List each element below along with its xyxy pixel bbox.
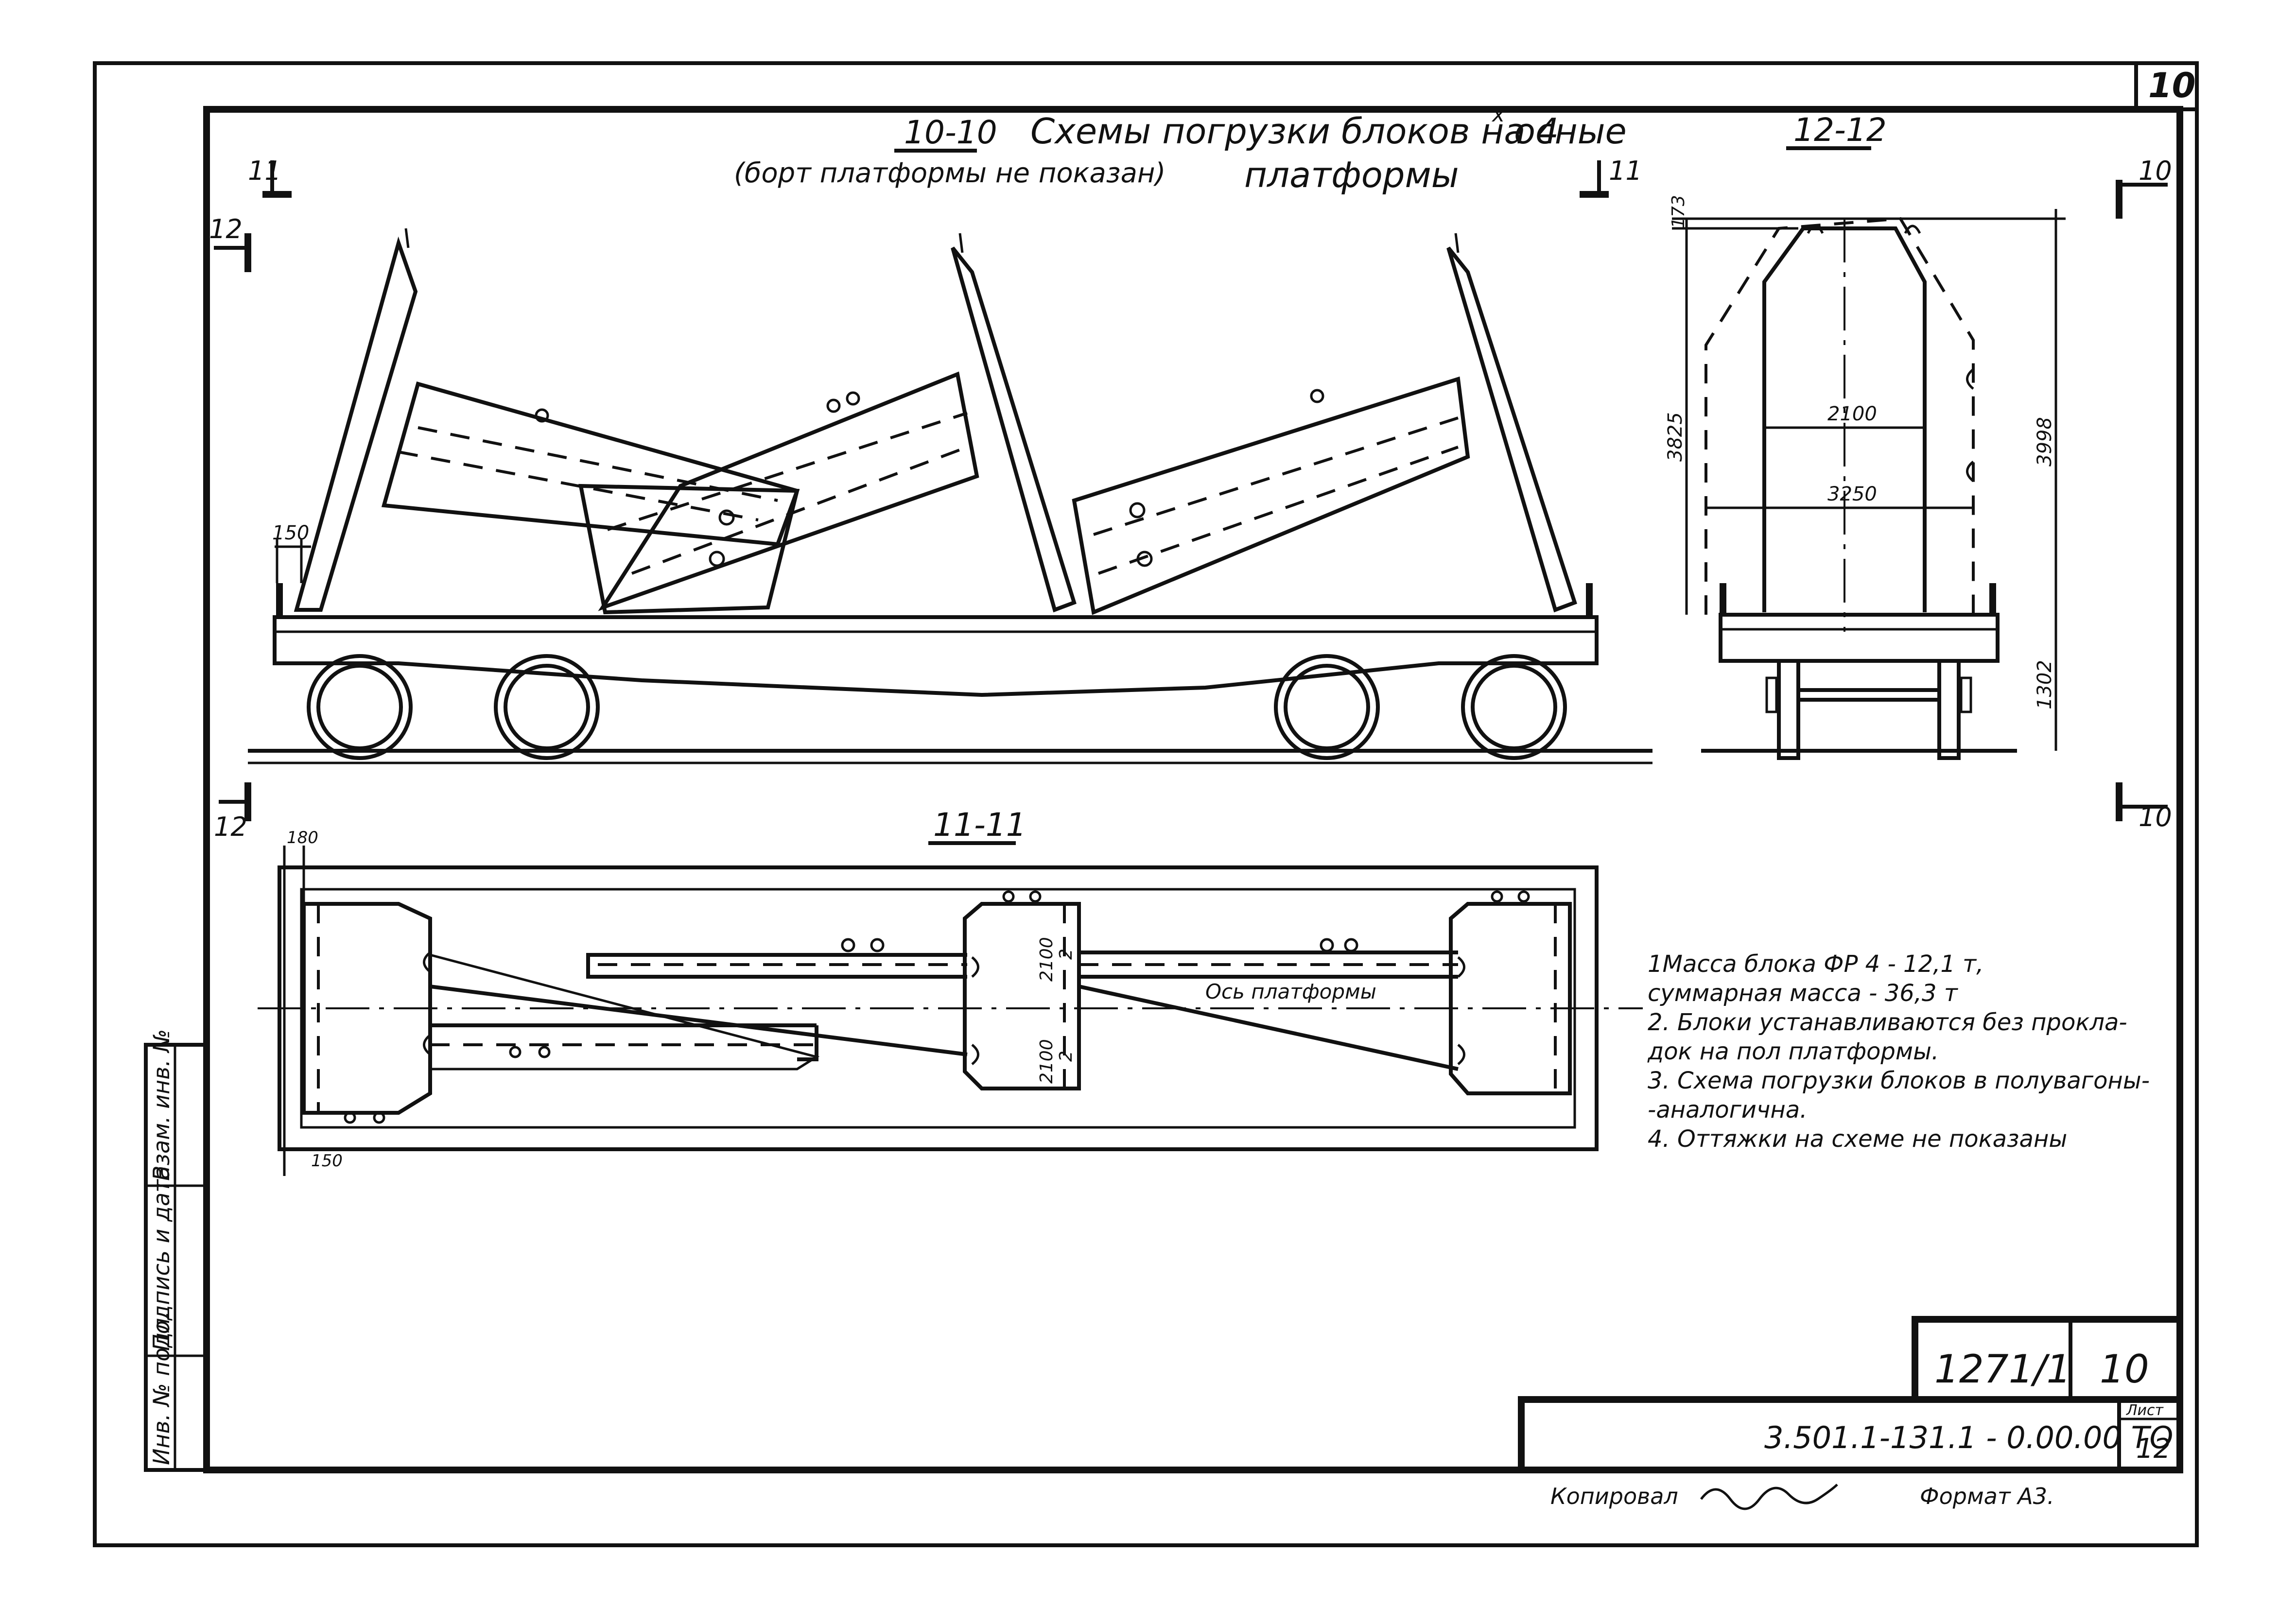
note-1a: 1Масса блока ФР 4 - 12,1 т, bbox=[1648, 950, 1983, 978]
title-main-line2: платформы bbox=[1244, 155, 1459, 195]
doc-sheet-number: 10 bbox=[2100, 1347, 2149, 1392]
title-subtitle: (борт платформы не показан) bbox=[734, 157, 1165, 189]
title-main-line1: Схемы погрузки блоков на 4 bbox=[1030, 111, 1559, 152]
plan-dim-2-a: 2 bbox=[1056, 949, 1076, 960]
wheel-2 bbox=[494, 654, 600, 760]
mark-12-bottom: 12 bbox=[214, 812, 247, 842]
side-view-10-10: 150 bbox=[248, 228, 1652, 764]
wheel-4 bbox=[1461, 654, 1567, 760]
copier-signature bbox=[1700, 1484, 1838, 1510]
wheel-1 bbox=[307, 654, 413, 760]
doc-code: 3.501.1-131.1 - 0.00.00 ТО bbox=[1764, 1420, 2173, 1455]
dim-1302: 1302 bbox=[2034, 660, 2056, 709]
title-block-header: 10-10 Схемы погрузки блоков на 4 х осные… bbox=[734, 102, 1627, 195]
wheel-3 bbox=[1274, 654, 1380, 760]
platform-deck bbox=[273, 615, 1599, 697]
title-main-line1-tail: осные bbox=[1514, 111, 1627, 152]
section-view-12-12: 12-12 173 3825 3998 2100 bbox=[1664, 111, 2066, 760]
dim-3250: 3250 bbox=[1827, 483, 1877, 505]
axis-label: Ось платформы bbox=[1205, 980, 1376, 1003]
mark-10-top: 10 bbox=[2139, 156, 2172, 186]
strip-inv-podl: Инв. № подл. bbox=[148, 1311, 174, 1465]
title-block: 1271/1 10 3.501.1-131.1 - 0.00.00 ТО Лис… bbox=[1518, 1316, 2183, 1473]
dim-2100: 2100 bbox=[1827, 403, 1877, 425]
view-12-label: 12-12 bbox=[1793, 111, 1887, 149]
section-label-10-10: 10-10 bbox=[904, 114, 997, 151]
note-2a: 2. Блоки устанавливаются без прокла- bbox=[1648, 1009, 2127, 1036]
side-dim-150: 150 bbox=[272, 522, 309, 544]
note-3a: 3. Схема погрузки блоков в полувагоны- bbox=[1648, 1067, 2150, 1094]
list-label: Лист bbox=[2126, 1402, 2164, 1419]
footer: Копировал Формат А3. bbox=[1550, 1483, 2054, 1510]
section-marks: 11 11 12 12 10 10 bbox=[209, 156, 2172, 842]
dim-173: 173 bbox=[1669, 195, 1688, 228]
outer-frame bbox=[93, 61, 2199, 1547]
list-value: 12 bbox=[2136, 1433, 2171, 1465]
block-2-side bbox=[578, 233, 1077, 615]
strip-vzam: Взам. инв. № bbox=[148, 1029, 174, 1181]
dim-3825: 3825 bbox=[1664, 412, 1687, 462]
view-11-label: 11-11 bbox=[933, 806, 1026, 844]
corner-sheet-box: 10 bbox=[2134, 61, 2199, 111]
note-2b: док на пол платформы. bbox=[1647, 1038, 1939, 1065]
mark-11-right: 11 bbox=[1609, 156, 1642, 186]
plan-dim-2100-a: 2100 bbox=[1037, 937, 1057, 982]
left-strip: Инв. № подл. Подпись и дата Взам. инв. № bbox=[144, 1029, 209, 1472]
footer-copied: Копировал bbox=[1550, 1483, 1678, 1509]
title-main-sup: х bbox=[1491, 102, 1505, 127]
strip-podpis: Подпись и дата bbox=[148, 1166, 174, 1351]
plan-dim-2-b: 2 bbox=[1056, 1051, 1076, 1062]
block-1-side bbox=[294, 228, 800, 612]
block-3-side bbox=[1072, 233, 1577, 615]
inner-frame bbox=[203, 106, 2183, 1473]
footer-format: Формат А3. bbox=[1920, 1483, 2054, 1509]
mark-12-top: 12 bbox=[209, 214, 243, 244]
plan-view-11-11: 11-11 bbox=[258, 806, 1643, 1176]
corner-sheet-number: 10 bbox=[2148, 66, 2195, 105]
plan-dim-2100-b: 2100 bbox=[1037, 1039, 1057, 1084]
notes: 1Масса блока ФР 4 - 12,1 т, суммарная ма… bbox=[1647, 950, 2150, 1153]
mark-11-left: 11 bbox=[248, 156, 281, 186]
note-4: 4. Оттяжки на схеме не показаны bbox=[1648, 1125, 2067, 1153]
dim-3998: 3998 bbox=[2034, 417, 2056, 467]
doc-number: 1271/1 bbox=[1934, 1347, 2071, 1392]
plan-dim-150: 150 bbox=[311, 1151, 343, 1171]
plan-dim-180: 180 bbox=[287, 828, 318, 847]
note-1b: суммарная масса - 36,3 т bbox=[1648, 980, 1959, 1007]
note-3b: -аналогична. bbox=[1648, 1096, 1807, 1123]
